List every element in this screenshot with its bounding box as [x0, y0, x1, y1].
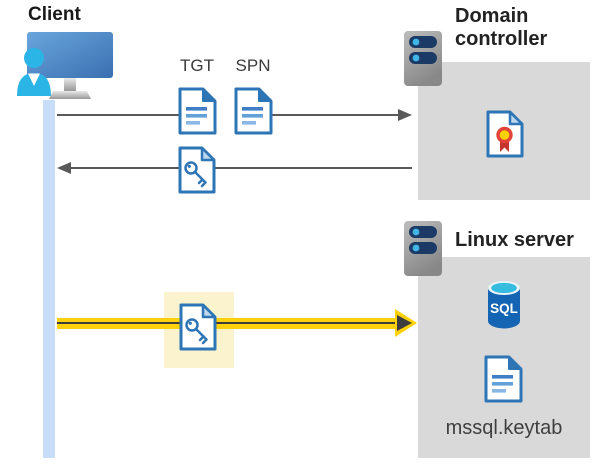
spn-document-icon: [234, 87, 273, 135]
response-arrow-line: [213, 167, 412, 169]
client-lifeline: [43, 100, 55, 458]
keytab-document-icon: [484, 355, 523, 403]
request-arrowhead-icon: [398, 108, 412, 121]
linux-server-label: Linux server: [455, 229, 574, 251]
sql-connection-arrow-core: [214, 321, 397, 325]
domain-controller-server-icon: [404, 31, 442, 86]
response-arrowhead-icon: [57, 161, 71, 174]
sql-connection-arrowhead-inner-icon: [397, 314, 412, 331]
tgt-label: TGT: [180, 56, 214, 75]
client-workstation-icon: [17, 32, 113, 99]
request-arrow-line: [57, 114, 180, 116]
certificate-icon: [486, 110, 524, 158]
sql-connection-arrow-core: [57, 321, 181, 325]
sql-database-icon: SQL: [488, 281, 520, 329]
spn-label: SPN: [235, 56, 271, 75]
sql-badge-text: SQL: [490, 301, 518, 316]
request-arrow-line: [270, 114, 400, 116]
keytab-label: mssql.keytab: [445, 417, 563, 439]
service-ticket-key-file-icon: [178, 146, 216, 194]
domain-controller-label: Domain controller: [455, 5, 548, 50]
tgt-document-icon: [178, 87, 217, 135]
highlighted-key-file-icon: [179, 303, 217, 351]
response-arrow-line: [70, 167, 181, 169]
client-label: Client: [28, 4, 81, 25]
linux-server-server-icon: [404, 221, 442, 276]
